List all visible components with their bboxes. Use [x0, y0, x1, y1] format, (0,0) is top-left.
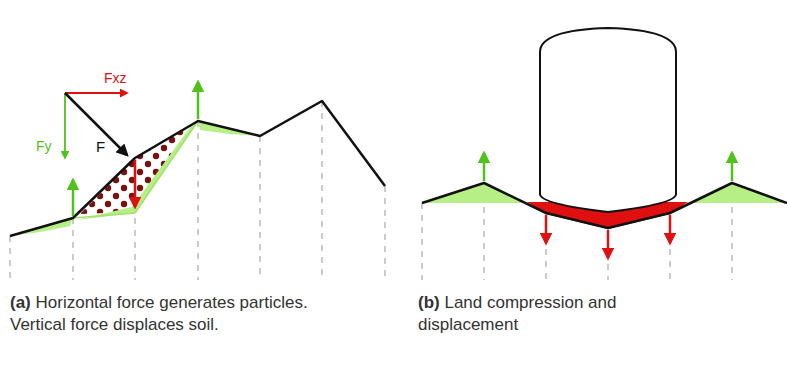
- down-arrow: [545, 215, 548, 243]
- up-arrow: [72, 180, 75, 216]
- caption-text: Horizontal force generates particles. Ve…: [10, 293, 308, 334]
- up-arrow: [731, 153, 734, 181]
- down-arrow: [134, 160, 137, 207]
- up-arrow: [197, 82, 200, 119]
- soil-added: [76, 121, 198, 220]
- force-xz-arrow: [65, 92, 127, 94]
- subfigure-caption: (a) Horizontal force generates particles…: [10, 292, 310, 336]
- force-label: Fy: [36, 138, 52, 154]
- force-y-arrow: [64, 93, 66, 158]
- caption-gap: [440, 293, 445, 312]
- caption-text: Land compression and displacement: [418, 293, 616, 334]
- caption-gap: [31, 293, 36, 312]
- up-arrow: [483, 153, 486, 181]
- caption-tag: (b): [418, 293, 440, 312]
- terrain-line: [422, 183, 787, 228]
- subfigure-caption: (b) Land compression and displacement: [418, 292, 678, 336]
- particle-region: [73, 121, 198, 218]
- terrain-line: [10, 101, 385, 236]
- down-arrow: [669, 215, 672, 243]
- force-label: F: [96, 138, 105, 155]
- cylinder-object: [540, 28, 676, 212]
- down-arrow: [607, 230, 610, 258]
- force-label: Fxz: [104, 70, 127, 86]
- caption-tag: (a): [10, 293, 31, 312]
- force-arrow: [65, 93, 127, 155]
